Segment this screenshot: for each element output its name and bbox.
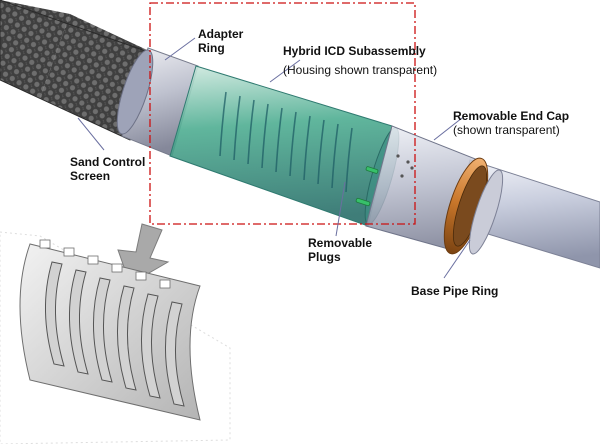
label-sand-control-screen: Sand Control Screen <box>70 155 145 183</box>
label-removable-plugs: Removable Plugs <box>308 236 372 264</box>
internal-channels <box>219 91 353 193</box>
label-end-cap-note: (shown transparent) <box>453 123 560 137</box>
label-adapter-line2: Ring <box>198 41 225 55</box>
highlight-box <box>149 2 416 225</box>
label-adapter-ring: Adapter Ring <box>198 27 243 55</box>
label-plugs-line2: Plugs <box>308 250 341 264</box>
label-base-pipe-ring-text: Base Pipe Ring <box>411 284 499 298</box>
leader-hybrid-icd <box>269 59 301 83</box>
label-plugs-line1: Removable <box>308 236 373 250</box>
end-cap-copper-ring <box>443 157 504 255</box>
leader-lines <box>77 37 471 279</box>
removable-plugs <box>355 166 379 207</box>
leader-adapter-ring <box>164 37 196 61</box>
leader-removable-plugs <box>335 181 346 237</box>
leader-end-cap <box>433 117 463 141</box>
label-end-cap: Removable End Cap (shown transparent) <box>453 109 569 137</box>
label-base-pipe-ring: Base Pipe Ring <box>411 284 498 298</box>
icd-sleeve-detail <box>0 231 231 444</box>
label-hybrid-icd: Hybrid ICD Subassembly (Housing shown tr… <box>283 44 437 77</box>
label-sand-control-line1: Sand Control <box>70 155 146 169</box>
label-end-cap-title: Removable End Cap <box>453 109 570 123</box>
leader-sand-control-screen <box>77 117 105 151</box>
leader-base-pipe-ring <box>443 239 471 279</box>
label-sand-control-line2: Screen <box>70 169 111 183</box>
label-hybrid-icd-title: Hybrid ICD Subassembly <box>283 44 426 58</box>
label-adapter-line1: Adapter <box>198 27 244 41</box>
label-hybrid-icd-note: (Housing shown transparent) <box>283 63 438 77</box>
